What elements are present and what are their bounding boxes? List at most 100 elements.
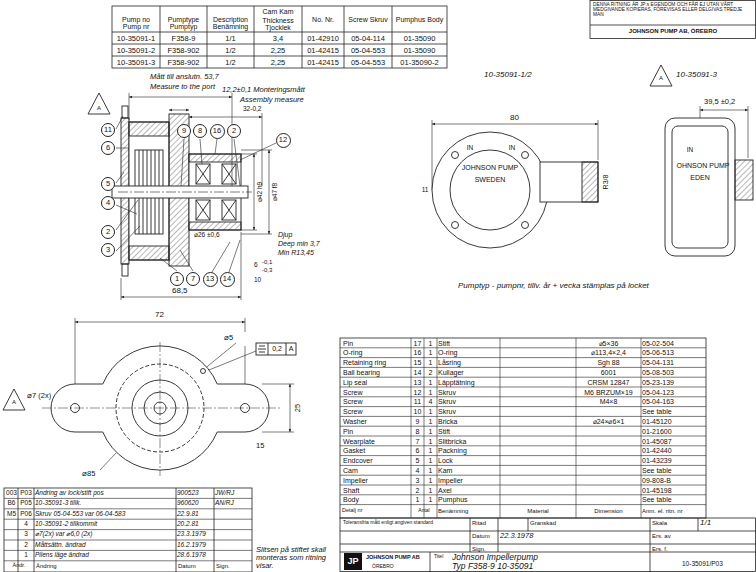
callout-circle: 5 xyxy=(101,177,115,191)
drawing-label: ⌀24×⌀6×1 xyxy=(576,418,641,425)
drawing-label: JOHNSON PUMP xyxy=(462,164,518,171)
drawing-label: AN/RJ xyxy=(215,500,251,507)
drawing-stroke xyxy=(122,264,128,276)
drawing-label: Packning xyxy=(438,447,499,454)
drawing-stroke xyxy=(129,93,130,120)
callout-number: 2 xyxy=(232,127,236,135)
drawing-label: 1 xyxy=(424,496,437,503)
drawing-stroke xyxy=(100,453,116,470)
drawing-stroke xyxy=(665,118,735,256)
drawing-stroke xyxy=(245,318,246,332)
drawing-label: 6001 xyxy=(576,369,641,376)
drawing-label: 900523 xyxy=(177,490,213,497)
drawing-label: 10-35091-3 tillk. xyxy=(35,500,175,507)
drawing-stroke xyxy=(121,278,122,300)
drawing-label: JOHNSON PUMP AB xyxy=(366,555,420,561)
drawing-label: Pumptyp - pumpnr, tillv. år + vecka stäm… xyxy=(458,282,708,290)
drawing-label: 10-35091-1 xyxy=(112,35,160,43)
drawing-label: ⌀5×36 xyxy=(576,340,641,347)
drawing-label: M4×8 xyxy=(576,398,641,405)
callout-number: 4 xyxy=(106,199,110,207)
drawing-label: Skruv xyxy=(438,389,499,396)
drawing-label: 3 xyxy=(411,477,424,484)
drawing-label: Anm. el. ritn. nr xyxy=(642,508,706,514)
drawing-label: 1 xyxy=(424,438,437,445)
callout-circle: 13 xyxy=(203,272,218,287)
drawing-stroke xyxy=(254,154,255,230)
drawing-label: 23.3.1979 xyxy=(177,531,213,538)
drawing-label: M6 BRZUM×19 xyxy=(576,389,641,396)
drawing-stroke xyxy=(700,106,701,118)
drawing-label: 7 xyxy=(411,438,424,445)
drawing-label: 28.6.1978 xyxy=(177,552,213,559)
table-rule xyxy=(4,550,252,551)
drawing-label: Toleransfria mått enligt angiven standar… xyxy=(343,520,467,525)
drawing-label: 72 xyxy=(155,311,164,319)
drawing-stroke xyxy=(116,226,140,251)
drawing-label: 9 xyxy=(411,418,424,425)
drawing-stroke xyxy=(222,200,236,220)
drawing-label: ÖREBRO xyxy=(372,564,394,569)
drawing-stroke xyxy=(240,143,276,160)
drawing-stroke xyxy=(540,162,598,202)
drawing-stroke xyxy=(129,122,169,136)
side-view xyxy=(432,118,753,256)
drawing-stroke xyxy=(189,117,262,118)
drawing-stroke xyxy=(672,126,728,248)
callout-circle: 7 xyxy=(186,272,200,286)
drawing-stroke xyxy=(75,322,245,323)
drawing-stroke xyxy=(735,160,753,200)
drawing-label: 11 xyxy=(422,187,429,194)
drawing-label: 6 xyxy=(254,262,258,269)
drawing-label: 1 xyxy=(424,379,437,386)
drawing-label: Datum xyxy=(472,533,490,539)
drawing-stroke xyxy=(344,6,345,68)
drawing-label: 1/1 xyxy=(207,35,254,43)
drawing-label: 05-08-503 xyxy=(642,369,705,376)
drawing-label: 01-35090 xyxy=(392,47,447,55)
section-view xyxy=(112,106,252,276)
drawing-stroke xyxy=(180,250,193,271)
drawing-label: 1 xyxy=(424,477,437,484)
drawing-label: 01-21600 xyxy=(642,428,705,435)
drawing-label: Pilens läge ändrad xyxy=(35,552,175,559)
drawing-label: Låsring xyxy=(438,359,499,366)
drawing-stroke xyxy=(160,6,161,68)
drawing-label: Måttsättn. ändrad xyxy=(35,542,175,549)
drawing-label: 0,2 xyxy=(272,345,282,352)
drawing-label: Min R13,45 xyxy=(278,249,314,256)
drawing-label: CRSM 12847 xyxy=(576,379,641,386)
callout-number: 5 xyxy=(106,180,110,188)
drawing-label: JW/RJ xyxy=(215,490,251,497)
drawing-stroke xyxy=(229,240,240,272)
drawing-stroke xyxy=(430,552,431,572)
drawing-stroke xyxy=(241,154,257,155)
drawing-label: 09-808-B xyxy=(642,477,705,484)
drawing-label: ⌀42 h9 xyxy=(257,182,264,202)
drawing-label: 01-42415 xyxy=(302,59,344,67)
drawing-label: Ritad xyxy=(472,520,486,526)
drawing-stroke xyxy=(522,152,529,159)
drawing-label: 05-04-553 xyxy=(344,47,392,55)
drawing-label: A xyxy=(289,345,294,352)
drawing-stroke xyxy=(340,544,756,545)
drawing-label: Cam xyxy=(343,467,410,474)
table-rule xyxy=(500,338,501,518)
drawing-label: 960620 xyxy=(177,500,213,507)
drawing-stroke xyxy=(392,6,393,68)
drawing-label: Sign. xyxy=(216,563,230,569)
drawing-stroke xyxy=(129,97,232,98)
drawing-label: 11 xyxy=(411,398,424,405)
drawing-label: 2 xyxy=(411,487,424,494)
drawing-stroke xyxy=(116,205,137,214)
drawing-stroke xyxy=(470,518,471,552)
drawing-label: Shaft xyxy=(343,487,410,494)
drawing-label: 10-35091-3 xyxy=(112,59,160,67)
table-rule xyxy=(4,498,252,499)
callout-number: 8 xyxy=(198,127,202,135)
drawing-label: P03 xyxy=(17,490,35,497)
callout-number: 1 xyxy=(175,275,179,283)
table-rule xyxy=(340,347,706,348)
drawing-label: 10-35091-3 xyxy=(676,71,717,79)
table-rule xyxy=(340,387,706,388)
